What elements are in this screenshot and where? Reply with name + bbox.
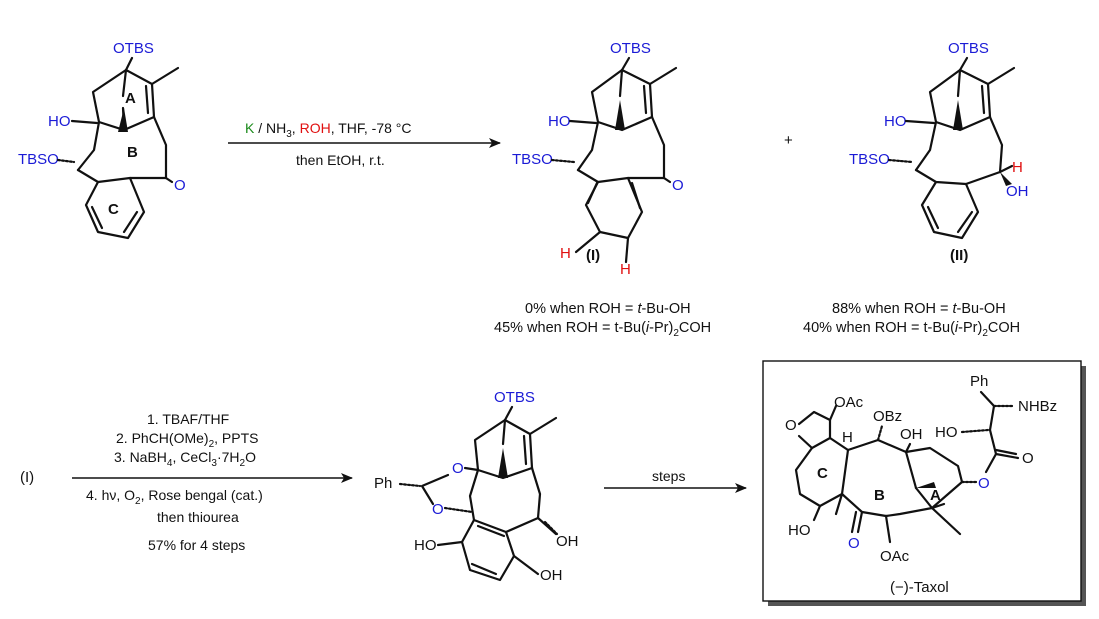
- p1-ketone-o: O: [672, 177, 684, 194]
- p1-ho: HO: [548, 113, 571, 130]
- int-otbs: OTBS: [494, 389, 535, 406]
- taxol-nhbz: NHBz: [1018, 398, 1057, 415]
- taxol-oxetane-o: O: [785, 417, 797, 434]
- product-i: OTBS HO TBSO O H H (I) 0% when ROH = t-B…: [494, 40, 711, 339]
- r2-step-4: 4. hν, O2, Rose bengal (cat.): [86, 487, 263, 507]
- p2-oh: OH: [1006, 183, 1029, 200]
- ring-c-taxol: C: [817, 465, 828, 482]
- sm-ketone-o: O: [174, 177, 186, 194]
- p2-tbso: TBSO: [849, 151, 890, 168]
- p2-h: H: [1012, 159, 1023, 176]
- taxol-box: Ph NHBz HO O O OAc OBz O H OH C A: [762, 360, 1086, 606]
- p2-yield-1: 88% when ROH = t-Bu-OH: [832, 301, 1006, 317]
- p1-h-right: H: [620, 261, 631, 278]
- taxol-ph: Ph: [970, 373, 988, 390]
- taxol-side-ho: HO: [935, 424, 958, 441]
- p1-yield-2: 45% when ROH = t-Bu(i-Pr)2COH: [494, 320, 711, 339]
- r2-step-1: 1. TBAF/THF: [147, 411, 229, 427]
- int-o2: O: [432, 501, 444, 518]
- taxol-oac-top: OAc: [834, 394, 864, 411]
- r3-steps: steps: [652, 468, 685, 484]
- p1-h-left: H: [560, 245, 571, 262]
- taxol-obz: OBz: [873, 408, 902, 425]
- taxol-ketone-o: O: [848, 535, 860, 552]
- r2-step-3: 3. NaBH4, CeCl3·7H2O: [114, 449, 256, 469]
- sm-ho: HO: [48, 113, 71, 130]
- taxol-carbonyl-o: O: [1022, 450, 1034, 467]
- reaction-1: K / NH3, ROH, THF, -78 °C then EtOH, r.t…: [228, 120, 501, 168]
- taxol-name: (−)-Taxol: [890, 579, 949, 596]
- int-oh-right: OH: [556, 533, 579, 550]
- int-o1: O: [452, 460, 464, 477]
- p2-label: (II): [950, 247, 968, 264]
- p2-ho: HO: [884, 113, 907, 130]
- taxol-oh: OH: [900, 426, 923, 443]
- r2-step-2: 2. PhCH(OMe)2, PPTS: [116, 430, 259, 450]
- taxol-h: H: [842, 429, 853, 446]
- r2-yield: 57% for 4 steps: [148, 537, 245, 553]
- r1-conditions: K / NH3, ROH, THF, -78 °C: [245, 120, 412, 140]
- p2-otbs: OTBS: [948, 40, 989, 57]
- int-ph: Ph: [374, 475, 392, 492]
- ring-c-label: C: [108, 201, 119, 218]
- p1-yield-1: 0% when ROH = t-Bu-OH: [525, 301, 691, 317]
- ring-a-taxol: A: [930, 487, 941, 504]
- ring-b-taxol: B: [874, 487, 885, 504]
- r2-step-5: then thiourea: [157, 509, 239, 525]
- r1-then: then EtOH, r.t.: [296, 152, 385, 168]
- product-ii: OTBS HO TBSO H OH (II) 88% when ROH = t-…: [803, 40, 1029, 339]
- reaction-3: steps: [604, 468, 747, 493]
- taxol-oac-bottom: OAc: [880, 548, 910, 565]
- starting-material: OTBS A B HO TBSO C O: [18, 40, 186, 240]
- sm-tbso: TBSO: [18, 151, 59, 168]
- plus-sign: +: [784, 132, 793, 149]
- int-ho: HO: [414, 537, 437, 554]
- reaction-2: (I) 1. TBAF/THF 2. PhCH(OMe)2, PPTS 3. N…: [20, 411, 353, 553]
- ring-b-label: B: [127, 144, 138, 161]
- sm-otbs: OTBS: [113, 40, 154, 57]
- r2-start: (I): [20, 469, 34, 486]
- intermediate: OTBS O O Ph OH HO OH: [374, 389, 579, 584]
- taxol-ho: HO: [788, 522, 811, 539]
- taxol-ester-o: O: [978, 475, 990, 492]
- ring-a-label: A: [125, 90, 136, 107]
- int-oh-bottom: OH: [540, 567, 563, 584]
- p1-tbso: TBSO: [512, 151, 553, 168]
- p1-otbs: OTBS: [610, 40, 651, 57]
- p1-label: (I): [586, 247, 600, 264]
- p2-yield-2: 40% when ROH = t-Bu(i-Pr)2COH: [803, 320, 1020, 339]
- taxol-frame: [762, 360, 1082, 602]
